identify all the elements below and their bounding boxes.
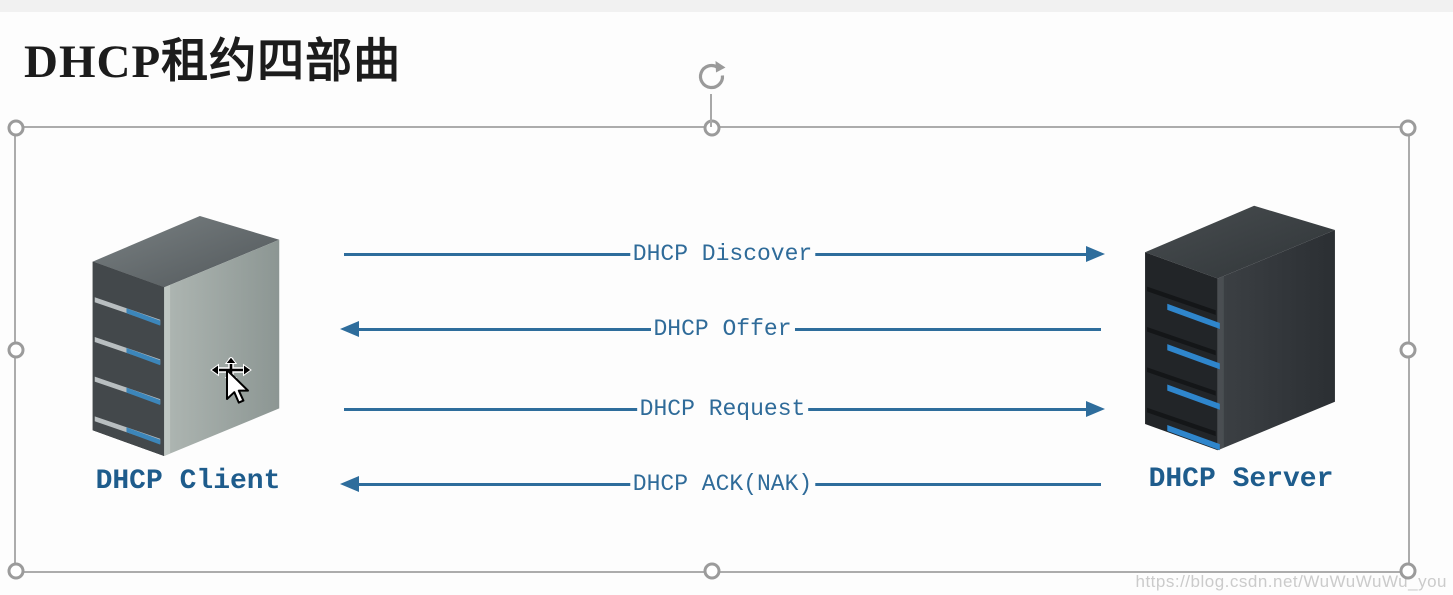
arrowhead-left-icon xyxy=(340,321,359,337)
message-arrow-discover[interactable]: DHCP Discover xyxy=(340,241,1105,267)
server-tower-icon xyxy=(1145,205,1335,451)
selection-handle-top-left[interactable] xyxy=(7,119,25,137)
move-cursor-icon xyxy=(210,356,258,422)
arrowhead-right-icon xyxy=(1086,246,1105,262)
arrowhead-left-icon xyxy=(340,476,359,492)
message-label: DHCP Offer xyxy=(650,316,795,342)
dhcp-server-node[interactable] xyxy=(1139,201,1341,460)
message-label: DHCP Discover xyxy=(629,241,816,267)
selection-handle-top[interactable] xyxy=(703,119,721,137)
message-label: DHCP ACK(NAK) xyxy=(629,471,816,497)
top-strip xyxy=(0,0,1453,12)
arrowhead-right-icon xyxy=(1086,401,1105,417)
dhcp-client-label: DHCP Client xyxy=(95,466,281,497)
watermark: https://blog.csdn.net/WuWuWuWu_you xyxy=(1135,572,1447,591)
message-label: DHCP Request xyxy=(636,396,809,422)
selection-handle-bottom-right[interactable] xyxy=(1399,562,1417,580)
server-tower-icon xyxy=(92,215,280,457)
dhcp-server-label: DHCP Server xyxy=(1148,464,1334,495)
selection-handle-bottom-left[interactable] xyxy=(7,562,25,580)
selection-handle-left[interactable] xyxy=(7,341,25,358)
selection-frame[interactable] xyxy=(7,119,1417,580)
selection-handle-right[interactable] xyxy=(1399,341,1417,358)
message-arrow-request[interactable]: DHCP Request xyxy=(340,396,1105,422)
rotate-handle-stem xyxy=(710,94,712,127)
message-arrow-offer[interactable]: DHCP Offer xyxy=(340,316,1105,342)
page-title: DHCP租约四部曲 xyxy=(24,36,402,88)
selection-handle-bottom[interactable] xyxy=(703,562,721,580)
rotate-handle-icon[interactable] xyxy=(694,58,730,99)
message-arrow-ack[interactable]: DHCP ACK(NAK) xyxy=(340,471,1105,497)
dhcp-client-node[interactable] xyxy=(86,212,286,465)
selection-handle-top-right[interactable] xyxy=(1399,119,1417,137)
